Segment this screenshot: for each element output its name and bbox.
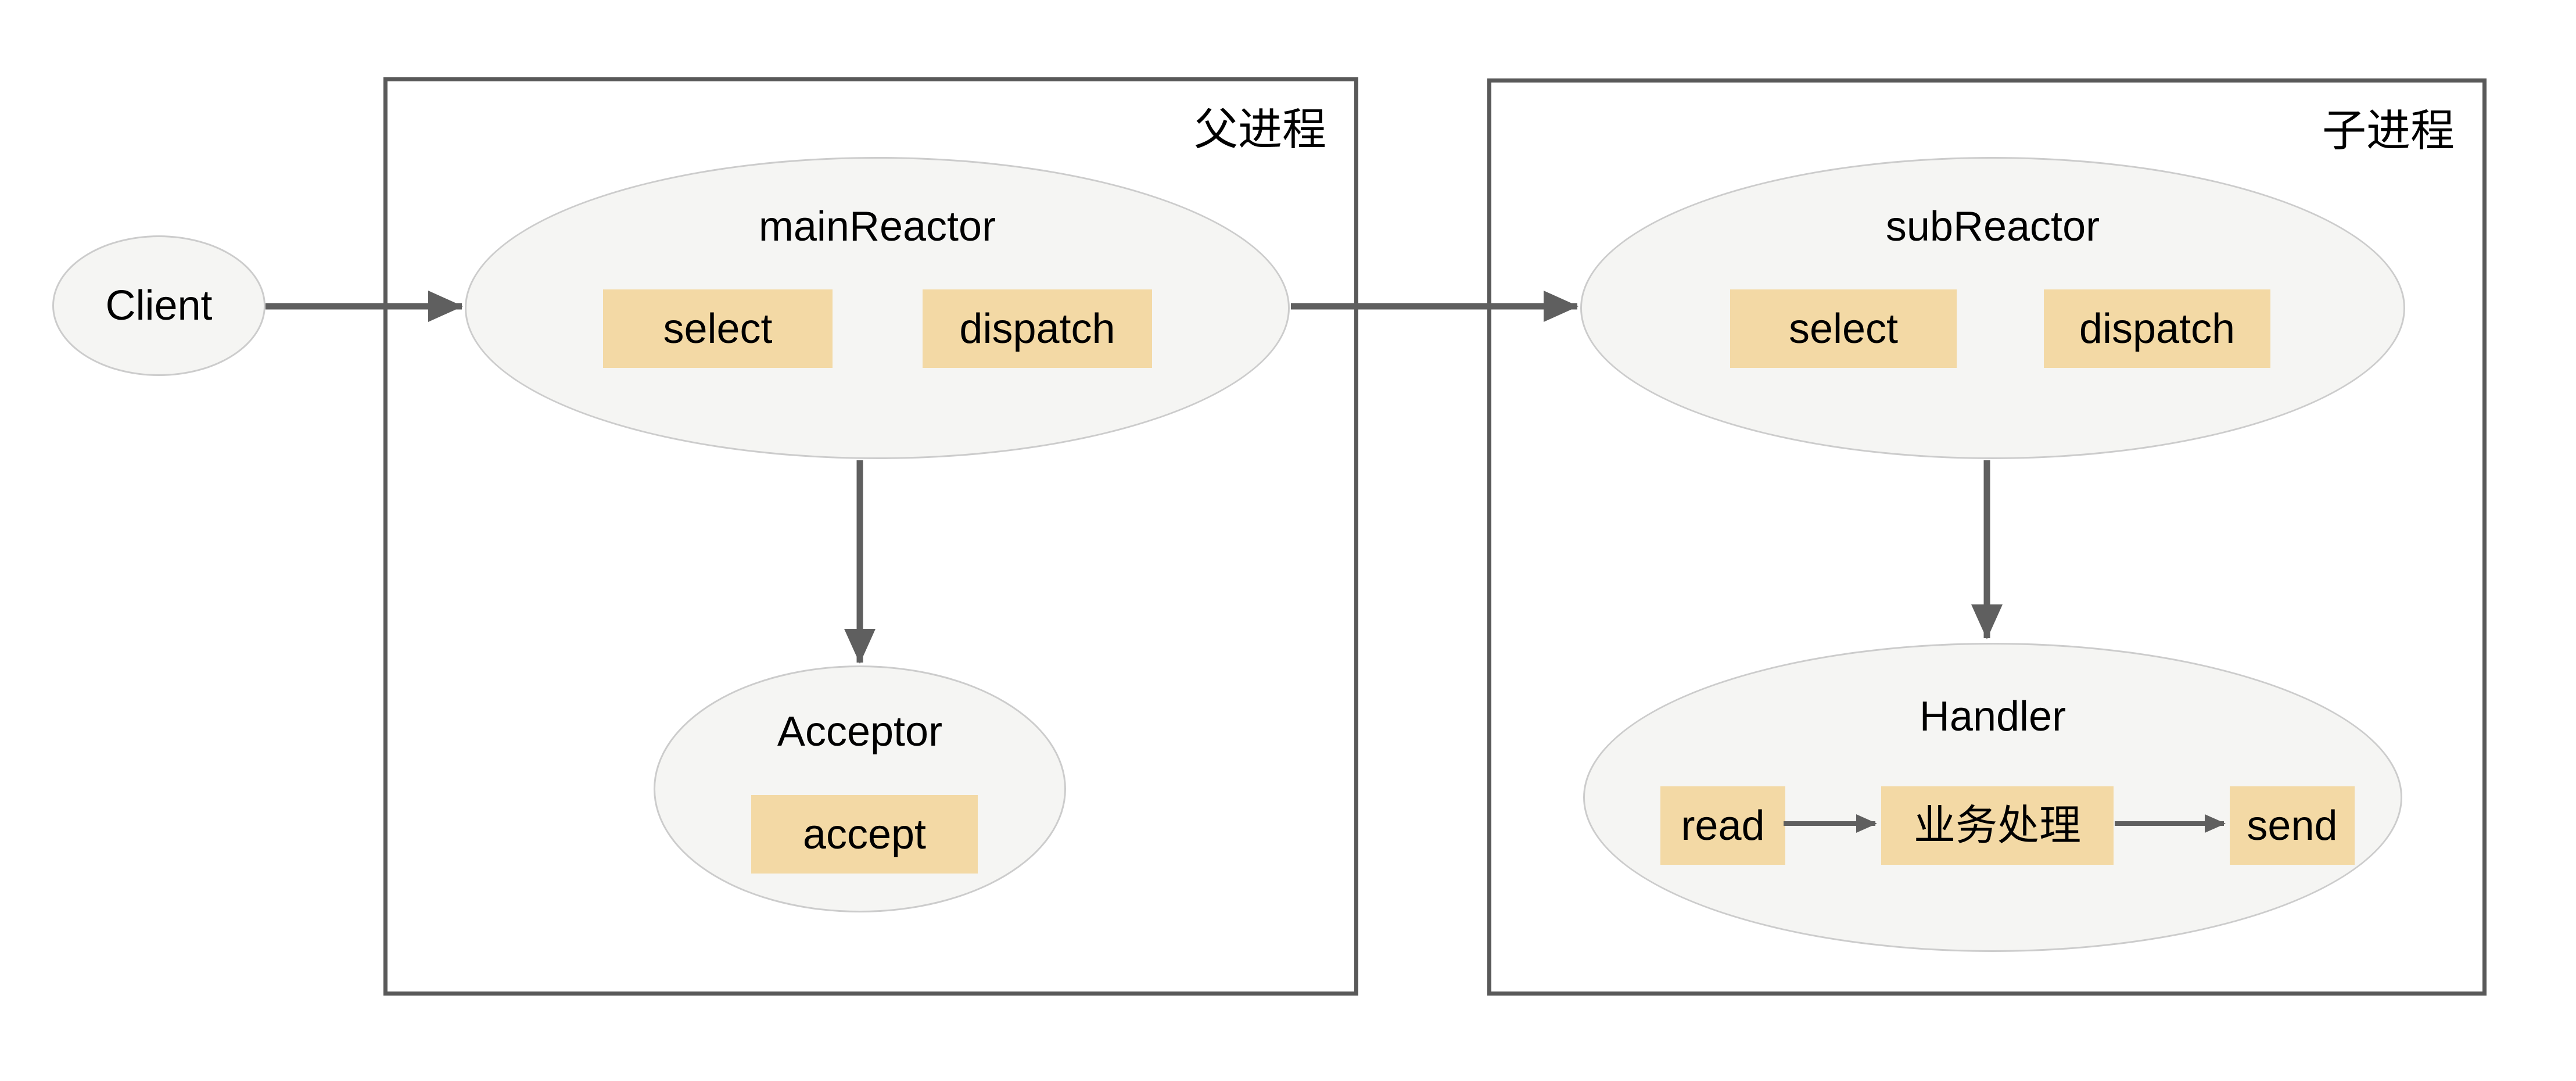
acceptor-node: Acceptor accept: [654, 665, 1066, 912]
main-reactor-title: mainReactor: [758, 203, 996, 250]
main-reactor-select-op: select: [603, 289, 833, 368]
sub-reactor-select-op: select: [1730, 289, 1957, 368]
acceptor-accept-op: accept: [751, 795, 978, 874]
sub-reactor-node: subReactor select dispatch: [1580, 157, 2405, 459]
parent-process-label: 父进程: [1194, 105, 1326, 155]
client-node: Client: [52, 235, 266, 376]
child-process-label: 子进程: [2322, 106, 2455, 156]
handler-node: Handler read 业务处理 send: [1583, 643, 2402, 952]
acceptor-title: Acceptor: [777, 708, 943, 755]
sub-reactor-dispatch-op: dispatch: [2044, 289, 2270, 368]
main-reactor-node: mainReactor select dispatch: [465, 157, 1290, 459]
sub-reactor-title: subReactor: [1885, 203, 2100, 250]
main-reactor-dispatch-op: dispatch: [923, 289, 1152, 368]
handler-business-op: 业务处理: [1881, 786, 2114, 865]
handler-send-op: send: [2230, 786, 2355, 865]
handler-title: Handler: [1919, 693, 2066, 740]
handler-read-op: read: [1660, 786, 1785, 865]
client-label: Client: [105, 282, 213, 329]
